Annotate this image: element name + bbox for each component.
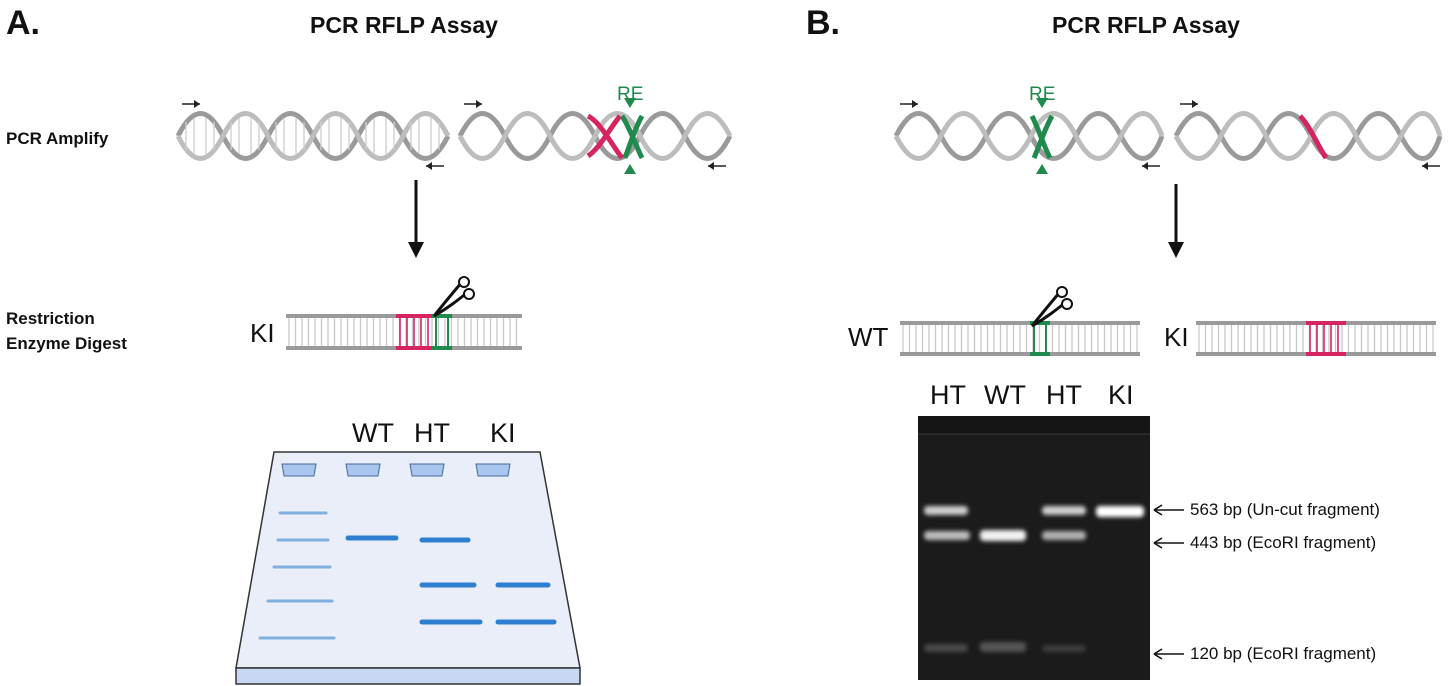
scissors-icon-a [432,276,475,318]
photo-band-ht1-563 [924,506,968,515]
photo-band-wt-443 [980,530,1026,541]
photo-band-ht2-563 [1042,506,1086,515]
wt-label-b: WT [848,322,889,352]
helix-a-wt [175,100,451,170]
photo-band-ht2-443 [1042,531,1086,540]
down-arrow-b [1168,184,1184,258]
panel-a-letter: A. [6,4,40,42]
band-arrow-443 [1153,537,1184,549]
step-digest-line-2: Enzyme Digest [6,334,127,353]
photo-band-ki-563 [1096,506,1144,517]
step-pcr-amplify: PCR Amplify [6,129,109,148]
gel-diagram-a [235,451,581,685]
lane-label-a-3: KI [490,418,516,448]
scissors-icon-b [1030,286,1073,328]
re-label-b: RE [1029,84,1056,105]
lane-label-b-2: WT [984,380,1026,410]
band-arrow-120 [1153,648,1184,660]
lane-label-a-1: WT [352,418,394,448]
band-label-443: 443 bp (EcoRI fragment) [1190,533,1377,552]
band-label-120: 120 bp (EcoRI fragment) [1190,644,1377,663]
lane-label-a-2: HT [414,418,450,448]
ladder-dna-wt-b [900,321,1140,356]
band-arrow-563 [1153,504,1184,516]
lane-label-b-3: HT [1046,380,1082,410]
gel-photo-b [918,416,1150,680]
helix-b-wt [893,98,1165,174]
ladder-dna-ki-a [286,314,522,350]
helix-b-ki [1173,100,1443,170]
ki-label-b: KI [1164,322,1189,352]
step-restriction-digest: Restriction Enzyme Digest [6,306,127,356]
band-label-563: 563 bp (Un-cut fragment) [1190,500,1380,519]
ladder-dna-ki-b [1196,321,1436,356]
lane-label-b-1: HT [930,380,966,410]
helix-a-ki [457,98,733,174]
photo-band-ht1-443 [924,531,970,540]
photo-band-ht2-120 [1042,645,1086,652]
ki-label-a: KI [250,318,275,348]
panel-b-letter: B. [806,4,840,42]
re-label-a: RE [617,84,644,105]
panel-a-title: PCR RFLP Assay [310,12,498,38]
photo-band-ht1-120 [924,644,968,652]
photo-band-wt-120 [980,642,1026,652]
down-arrow-a [408,180,424,258]
panel-b-title: PCR RFLP Assay [1052,12,1240,38]
step-digest-line-1: Restriction [6,309,95,328]
lane-label-b-4: KI [1108,380,1134,410]
